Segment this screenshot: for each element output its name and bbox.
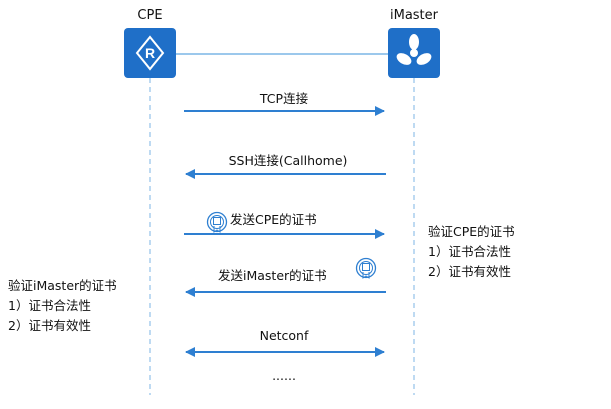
cpe-label: CPE xyxy=(137,8,163,23)
note-item: 2）证书有效性 xyxy=(8,318,91,333)
note-title: 验证CPE的证书 xyxy=(428,224,515,239)
router-icon: R xyxy=(124,28,176,78)
svg-text:R: R xyxy=(145,45,155,61)
note-item: 1）证书合法性 xyxy=(8,298,91,313)
netconf-message: Netconf xyxy=(259,328,309,343)
imaster-verify-note: 验证CPE的证书 1）证书合法性 2）证书有效性 xyxy=(428,222,578,282)
note-item: 2）证书有效性 xyxy=(428,264,511,279)
controller-icon xyxy=(388,28,440,78)
note-title: 验证iMaster的证书 xyxy=(8,278,117,293)
imaster-label: iMaster xyxy=(389,8,438,23)
ellipsis: ...... xyxy=(272,368,296,383)
send-cpe-cert-message: 发送CPE的证书 xyxy=(230,212,317,227)
note-item: 1）证书合法性 xyxy=(428,244,511,259)
cpe-verify-note: 验证iMaster的证书 1）证书合法性 2）证书有效性 xyxy=(8,276,158,336)
tcp-message: TCP连接 xyxy=(259,91,309,106)
ssh-message: SSH连接(Callhome) xyxy=(228,153,348,168)
certificate-icon xyxy=(355,257,377,279)
send-imaster-cert-message: 发送iMaster的证书 xyxy=(218,268,327,283)
certificate-icon xyxy=(206,211,228,233)
